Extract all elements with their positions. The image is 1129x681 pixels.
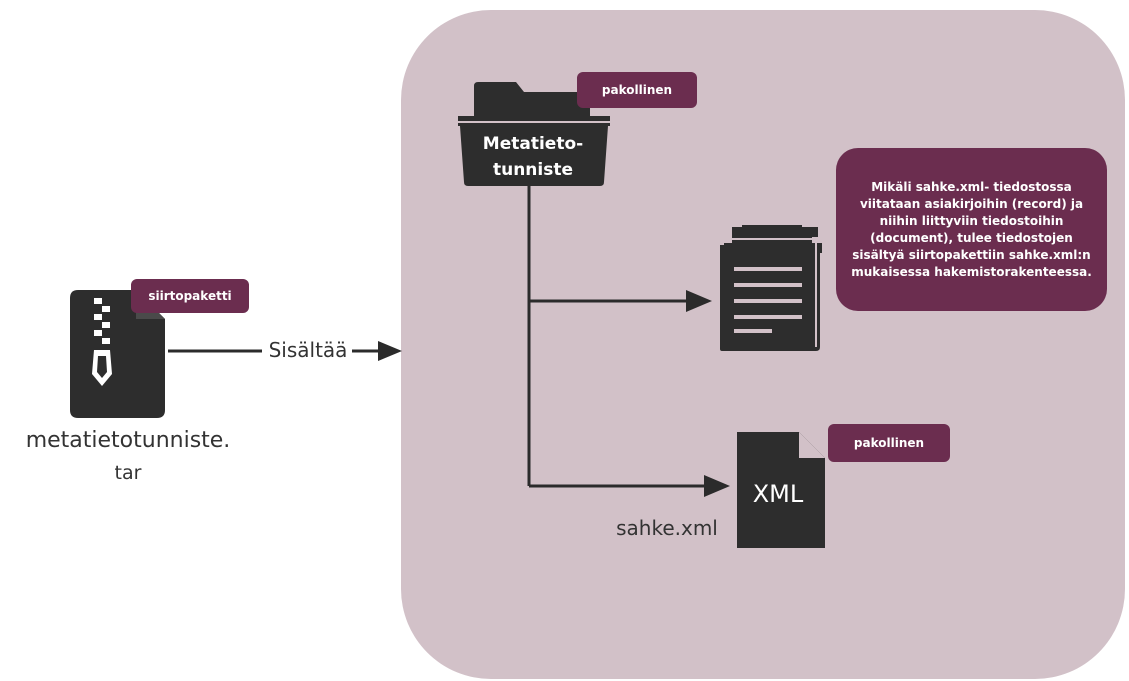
archive-filename-line1: metatietotunniste.	[25, 428, 231, 453]
xml-required-badge: pakollinen	[828, 424, 950, 462]
xml-arrowhead	[704, 475, 730, 497]
documents-icon	[720, 225, 822, 351]
archive-filename-line2: tar	[114, 462, 142, 484]
xml-icon-text: XML	[752, 480, 804, 508]
documents-arrowhead	[686, 290, 712, 312]
xml-file-icon	[737, 432, 825, 548]
folder-required-badge: pakollinen	[577, 72, 697, 108]
documents-note: Mikäli sahke.xml- tiedostossa viitataan …	[836, 148, 1107, 311]
xml-filename: sahke.xml	[616, 516, 718, 540]
folder-label-line2: tunniste	[492, 160, 574, 180]
folder-icon	[458, 82, 610, 186]
siirtopaketti-badge: siirtopaketti	[131, 279, 249, 313]
contains-arrowhead	[378, 341, 402, 361]
contains-label: Sisältää	[268, 338, 348, 362]
folder-label-line1: Metatieto-	[482, 134, 584, 154]
